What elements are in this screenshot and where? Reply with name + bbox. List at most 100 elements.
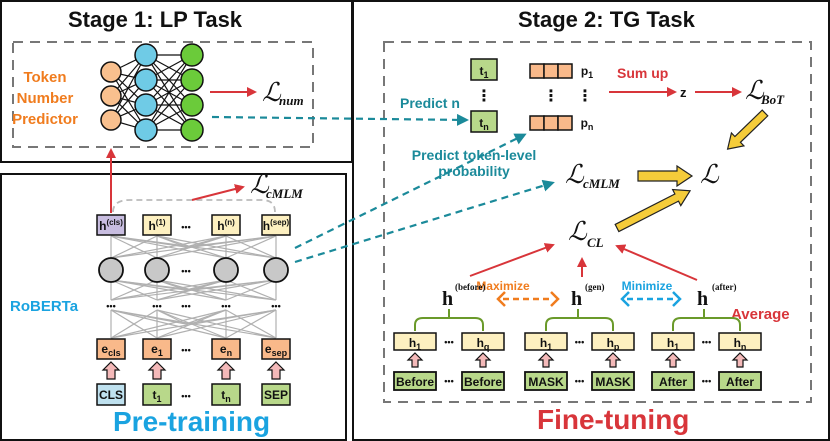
token-hidden-label-base: h bbox=[667, 336, 674, 350]
context-token-label: MASK bbox=[528, 375, 564, 389]
loss-cl: ℒ CL bbox=[568, 217, 604, 250]
yellow-arrows bbox=[614, 109, 769, 233]
embedding-label-base: e bbox=[220, 342, 227, 356]
predicted-token-label: tn bbox=[479, 116, 489, 132]
svg-text:cMLM: cMLM bbox=[266, 186, 303, 201]
ellipsis: ••• bbox=[444, 337, 453, 347]
probability-cell bbox=[543, 115, 559, 131]
predict-n-arrow bbox=[211, 113, 469, 126]
cmlm-loss-arrow bbox=[191, 184, 245, 201]
predicted-token-box bbox=[470, 110, 498, 133]
ellipsis: ••• bbox=[575, 376, 584, 386]
probability-label-base: p bbox=[581, 64, 588, 78]
ellipsis: ••• bbox=[575, 337, 584, 347]
before-to-cl-arrow bbox=[469, 243, 555, 277]
hidden-state-box bbox=[142, 214, 172, 236]
roberta-edge bbox=[110, 279, 227, 301]
roberta-edge bbox=[156, 309, 187, 325]
loss-cmlm-pretrain: ℒ cMLM bbox=[250, 170, 303, 201]
predicted-token-label-base: t bbox=[479, 116, 483, 130]
input-token-label-sub: n bbox=[225, 394, 231, 404]
token-hidden-box bbox=[524, 332, 568, 351]
input-token-label: SEP bbox=[264, 388, 288, 402]
context-token-label: Before bbox=[396, 375, 434, 389]
embedding-label-sub: sep bbox=[272, 348, 288, 358]
token-hidden-label: h1 bbox=[667, 336, 679, 352]
token-hidden-label: hq bbox=[477, 336, 490, 352]
layer-ellipsis: ••• bbox=[181, 301, 190, 311]
embedding-label: esep bbox=[265, 342, 288, 358]
hidden-state-label: h(1) bbox=[148, 218, 165, 233]
finetuning-title: Fine-tuning bbox=[537, 404, 689, 435]
embedding-box bbox=[261, 338, 291, 360]
context-token-label: After bbox=[726, 375, 754, 389]
svg-text:ℒ: ℒ bbox=[745, 76, 765, 105]
hidden-state-label-base: h bbox=[148, 219, 155, 233]
probability-cell bbox=[529, 63, 545, 79]
token-hidden-label-sub: q bbox=[484, 342, 490, 352]
minimize-left-head bbox=[620, 291, 630, 307]
embedding-label-sub: 1 bbox=[158, 348, 163, 358]
svg-text:ℒ: ℒ bbox=[565, 160, 585, 189]
group-representation-sup: (gen) bbox=[585, 282, 605, 292]
encoder-node bbox=[263, 257, 289, 283]
lp-task-dashed-box bbox=[12, 41, 314, 148]
layer-ellipsis: ••• bbox=[152, 301, 161, 311]
embedding-label-base: e bbox=[151, 342, 158, 356]
input-token-box bbox=[96, 383, 126, 406]
cmlm-to-total-arrow bbox=[637, 164, 694, 188]
maximize-right-head bbox=[550, 291, 560, 307]
roberta-edge bbox=[110, 235, 158, 259]
hidden-state-box bbox=[261, 214, 291, 236]
stage1-title: Stage 1: LP Task bbox=[68, 7, 243, 32]
probability-label-base: p bbox=[581, 116, 588, 130]
input-arrow-icon bbox=[266, 361, 286, 380]
hidden-state-label-base: h bbox=[217, 219, 224, 233]
token-hidden-label-sub: p bbox=[614, 342, 620, 352]
group-representation-label: h bbox=[697, 288, 708, 310]
probability-cell bbox=[543, 63, 559, 79]
hidden-state-label-sup: (n) bbox=[225, 218, 236, 227]
roberta-edge bbox=[185, 235, 227, 248]
token-number-predictor-label: Token Number Predictor bbox=[12, 69, 78, 128]
token-hidden-box bbox=[591, 332, 635, 351]
context-token-box bbox=[651, 371, 695, 391]
roberta-edge bbox=[110, 309, 158, 339]
encoder-node bbox=[144, 257, 170, 283]
predictor-hidden-node bbox=[134, 118, 158, 142]
predictor-edge bbox=[145, 54, 193, 131]
predictor-hidden-node bbox=[134, 93, 158, 117]
probability-label-sub: n bbox=[588, 122, 594, 132]
bot-to-total-arrow bbox=[726, 109, 769, 150]
token-hidden-box bbox=[651, 332, 695, 351]
hidden-state-label-sup: (sep) bbox=[270, 218, 289, 227]
group-h-base: h bbox=[697, 288, 708, 310]
svg-text:probability: probability bbox=[438, 163, 510, 179]
roberta-edge bbox=[156, 279, 277, 301]
input-token-label-base: CLS bbox=[99, 388, 123, 402]
layer-ellipsis: ••• bbox=[106, 301, 115, 311]
predictor-output-node bbox=[180, 68, 204, 92]
roberta-edge bbox=[225, 279, 277, 301]
context-token-box bbox=[393, 371, 437, 391]
context-token-box bbox=[524, 371, 568, 391]
minimize-label: Minimize bbox=[622, 279, 673, 293]
predictor-input-node bbox=[100, 109, 122, 131]
embedding-label-sub: n bbox=[227, 348, 233, 358]
probability-cell bbox=[557, 63, 573, 79]
layer-ellipsis: ••• bbox=[271, 301, 280, 311]
predicted-token-label-sub: 1 bbox=[483, 70, 488, 80]
group-representation-label: h bbox=[442, 288, 453, 310]
svg-text:BoT: BoT bbox=[760, 92, 785, 107]
cmlm-group-bracket bbox=[112, 199, 276, 213]
embedding-box bbox=[96, 338, 126, 360]
roberta-edge bbox=[156, 309, 277, 339]
ellipsis: ••• bbox=[444, 376, 453, 386]
predictor-output-node bbox=[180, 93, 204, 117]
roberta-edge bbox=[185, 235, 277, 248]
tg-task-dashed-box bbox=[383, 41, 812, 403]
token-hidden-box bbox=[718, 332, 762, 351]
hidden-state-label: h(sep) bbox=[263, 218, 290, 233]
probability-cell bbox=[529, 115, 545, 131]
